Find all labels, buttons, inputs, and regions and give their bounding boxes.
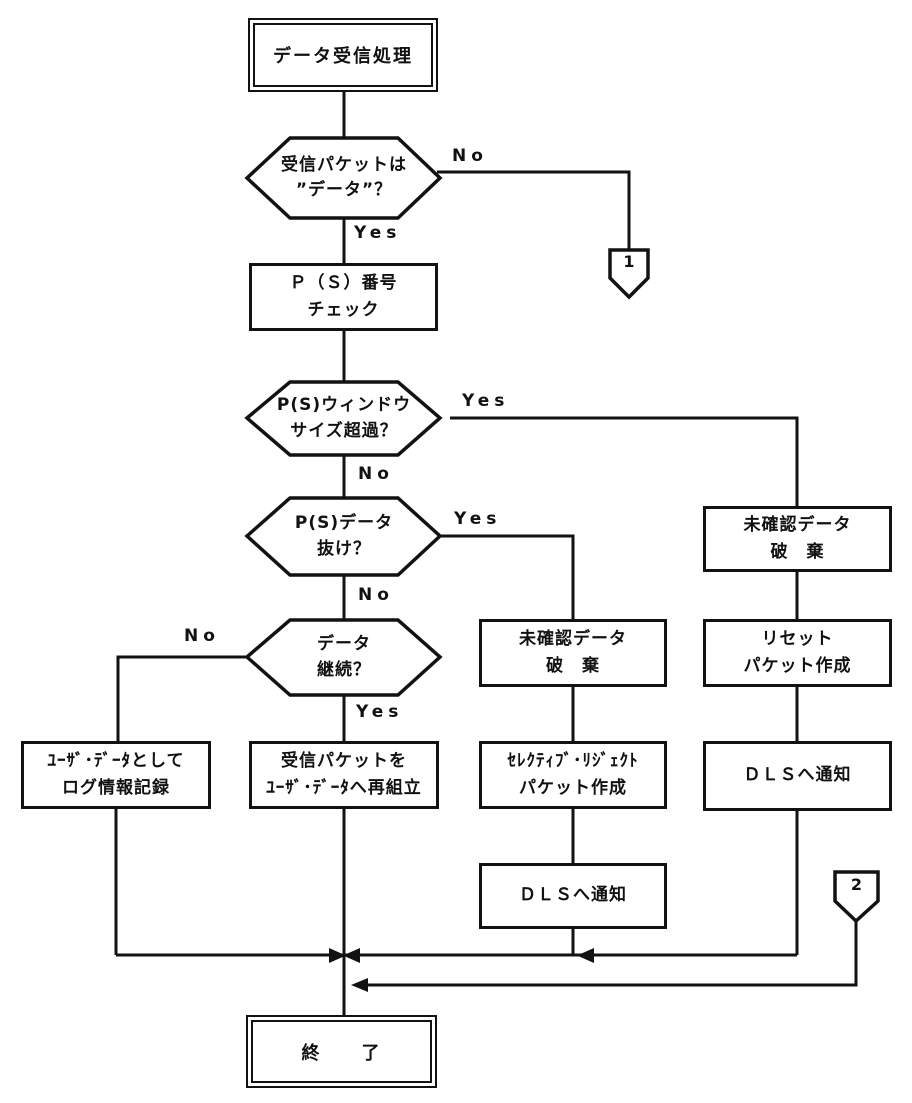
process-selective-reject-packet-line2: パケット作成 [519,778,627,798]
edge-d3-yes-to-discard-mid [438,534,575,622]
process-ps-number-check-line1: Ｐ（Ｓ）番号 [289,272,398,293]
process-dls-notify-right: ＤＬＳへ通知 [703,741,892,811]
process-reset-packet-line1: リセット [761,628,834,649]
decision-hexagon-d2 [244,380,443,457]
decision-d4-line1: データ [317,634,371,654]
arrowhead-left-from-connector2 [351,978,368,992]
edge-d1-no-to-connector1 [437,170,631,250]
process-selective-reject-packet-line1: ｾﾚｸﾃｨﾌﾞ･ﾘｼﾞｪｸﾄ [507,750,639,771]
decision-d3-line1: P(S)データ [294,513,394,533]
arrowhead-left-mid-column [577,948,594,963]
process-reassemble-line2: ﾕｰｻﾞ･ﾃﾞｰﾀへ再組立 [266,778,422,798]
terminal-end: 終 了 [246,1015,437,1088]
decision-d2-line2: サイズ超過？ [290,420,398,441]
process-discard-unconfirmed-right: 未確認データ 破 棄 [703,506,892,572]
decision-hexagon-d4 [244,618,443,697]
offpage-connector-1-shape [608,248,650,300]
edge-d4-no-to-log-record [116,655,249,744]
decision-hexagon-d3 [244,496,443,577]
branch-label-d1-no: No [452,146,488,166]
process-log-record-line1: ﾕｰｻﾞ･ﾃﾞｰﾀとして [47,750,185,771]
terminal-end-label: 終 了 [301,1042,382,1064]
decision-d4-line2: 継続？ [317,659,371,680]
edge-connector2-to-merge [356,920,858,987]
process-reset-packet: リセット パケット作成 [703,619,892,687]
process-dls-notify-mid-line1: ＤＬＳへ通知 [519,885,627,906]
process-reassemble: 受信パケットを ﾕｰｻﾞ･ﾃﾞｰﾀへ再組立 [249,741,439,809]
terminal-start: データ受信処理 [248,18,438,92]
process-dls-notify-right-line1: ＤＬＳへ通知 [743,765,852,786]
process-ps-number-check: Ｐ（Ｓ）番号 チェック [249,263,438,331]
arrowhead-right-into-junction [329,948,346,963]
process-discard-unconfirmed-mid-line1: 未確認データ [519,628,627,649]
decision-d1-line2: ”データ”？ [295,180,393,200]
branch-label-d3-no: No [358,585,394,605]
branch-label-d3-yes: Yes [454,509,502,529]
decision-d2-text: P(S)ウィンドウ サイズ超過？ [252,382,436,455]
process-discard-unconfirmed-right-line2: 破 棄 [770,542,825,562]
decision-hexagon-d1 [244,136,443,220]
decision-d3-text: P(S)データ 抜け？ [252,498,436,575]
branch-label-d2-yes: Yes [462,391,510,411]
branch-label-d4-no: No [184,626,220,646]
terminal-start-label: データ受信処理 [273,46,413,67]
decision-d1-text: 受信パケットは ”データ”？ [252,138,436,218]
decision-d1-line1: 受信パケットは [281,154,407,175]
offpage-connector-1-label: 1 [623,252,635,271]
process-discard-unconfirmed-mid-line2: 破 棄 [546,656,600,676]
offpage-connector-2-label: 2 [850,875,863,894]
process-ps-number-check-line2: チェック [307,300,380,320]
process-reset-packet-line2: パケット作成 [743,656,852,676]
process-discard-unconfirmed-mid: 未確認データ 破 棄 [479,619,667,687]
process-discard-unconfirmed-right-line1: 未確認データ [743,514,852,535]
process-selective-reject-packet: ｾﾚｸﾃｨﾌﾞ･ﾘｼﾞｪｸﾄ パケット作成 [479,741,667,809]
branch-label-d4-yes: Yes [356,702,404,722]
branch-label-d1-yes: Yes [354,223,402,243]
decision-d4-text: データ 継続？ [252,620,436,695]
process-dls-notify-mid: ＤＬＳへ通知 [479,863,667,929]
decision-d2-line1: P(S)ウィンドウ [276,395,412,415]
edge-d2-yes-to-discard-right [450,416,799,508]
process-reassemble-line1: 受信パケットを [281,750,407,771]
decision-d3-line2: 抜け？ [317,538,371,559]
process-log-record: ﾕｰｻﾞ･ﾃﾞｰﾀとして ログ情報記録 [21,741,211,809]
arrowhead-left-into-junction [343,948,360,963]
offpage-connector-2-shape [833,870,880,924]
process-log-record-line2: ログ情報記録 [62,778,170,798]
branch-label-d2-no: No [358,464,394,484]
